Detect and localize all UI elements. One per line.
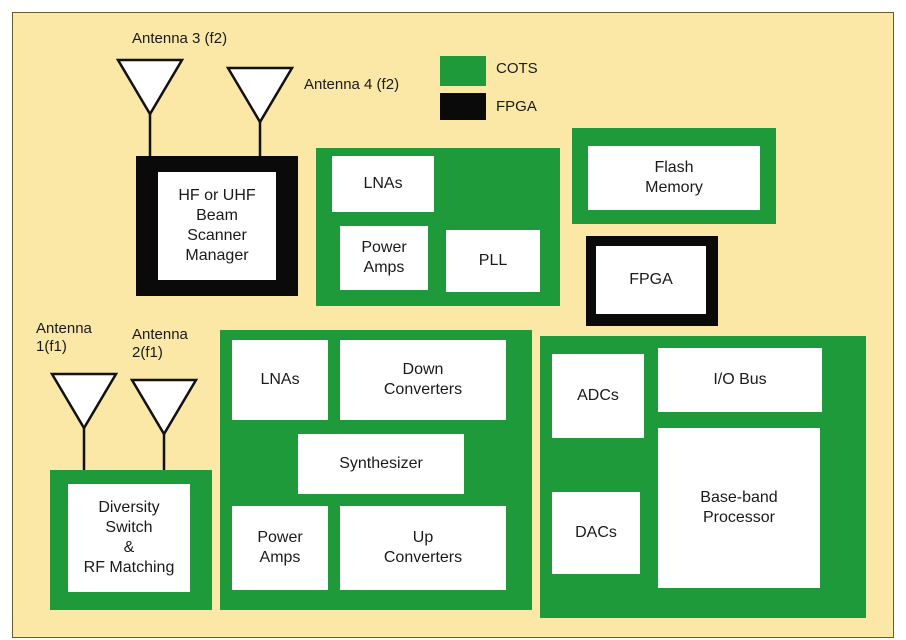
antenna-3-label: Antenna 3 (f2) <box>132 30 228 47</box>
adcs-block: ADCs <box>552 354 644 438</box>
power-amps-mid-block: Power Amps <box>232 506 328 590</box>
antenna-1-label: Antenna 1(f1) <box>36 320 92 355</box>
up-converters-block: Up Converters <box>340 506 506 590</box>
pll-block: PLL <box>446 230 540 292</box>
fpga-block: FPGA <box>596 246 706 314</box>
lnas-top-block: LNAs <box>332 156 434 212</box>
antenna-4-icon <box>225 66 295 158</box>
power-amps-top-block: Power Amps <box>340 226 428 290</box>
antenna-3-icon <box>115 58 185 158</box>
antenna-2-label: Antenna 2(f1) <box>132 326 188 361</box>
antenna-2-icon <box>129 378 199 476</box>
flash-memory-block: Flash Memory <box>588 146 760 210</box>
diversity-switch-block: Diversity Switch & RF Matching <box>68 484 190 592</box>
baseband-processor-block: Base-band Processor <box>658 428 820 588</box>
antenna-1-icon <box>49 372 119 476</box>
antenna-4-label: Antenna 4 (f2) <box>304 76 400 93</box>
legend-cots-swatch <box>440 56 486 86</box>
synthesizer-block: Synthesizer <box>298 434 464 494</box>
dacs-block: DACs <box>552 492 640 574</box>
io-bus-block: I/O Bus <box>658 348 822 412</box>
legend-cots-label: COTS <box>496 60 538 77</box>
beam-scanner-manager: HF or UHF Beam Scanner Manager <box>158 172 276 280</box>
legend-fpga-label: FPGA <box>496 98 537 115</box>
down-converters-block: Down Converters <box>340 340 506 420</box>
legend-fpga-swatch <box>440 93 486 120</box>
lnas-mid-block: LNAs <box>232 340 328 420</box>
